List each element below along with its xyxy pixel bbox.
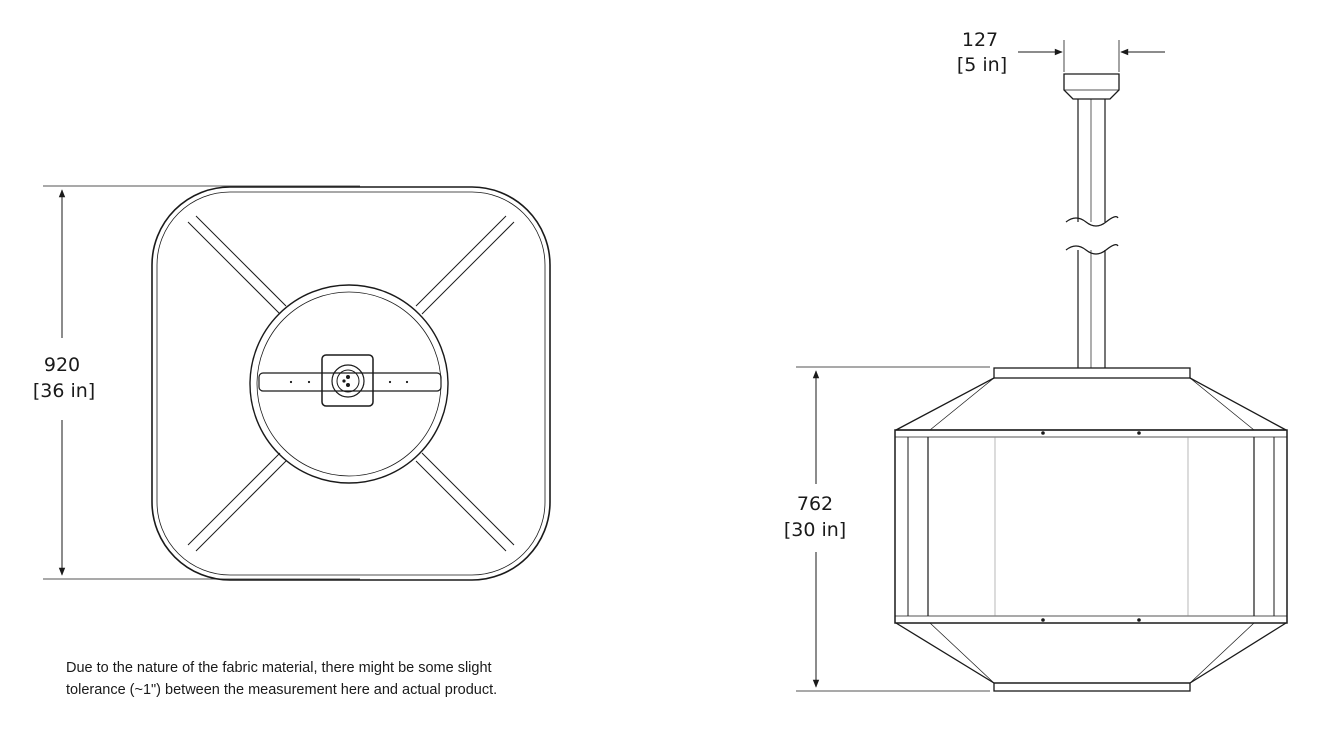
- shade-bottom-cap: [895, 622, 1287, 692]
- canopy: [1063, 73, 1120, 100]
- shade-outline-inner: [156, 191, 546, 576]
- dimension-920-mm: 920: [44, 354, 80, 376]
- tolerance-note-line-2: tolerance (~1") between the measurement …: [66, 682, 498, 698]
- mounting-bar: [258, 372, 442, 392]
- tolerance-note-line-1: Due to the nature of the fabric material…: [66, 660, 492, 676]
- shade-top-cap: [895, 367, 1287, 431]
- height-dimension-920: 920 [36 in]: [33, 185, 360, 580]
- top-view: 920 [36 in]: [33, 185, 551, 581]
- dimension-762-mm: 762: [797, 493, 833, 515]
- canopy-width-dimension-127: 127 [5 in]: [957, 29, 1165, 76]
- tolerance-note: Due to the nature of the fabric material…: [66, 657, 626, 701]
- dimension-127-mm: 127: [962, 29, 998, 51]
- shade-outline-outer: [151, 186, 551, 581]
- shade-spokes: [187, 215, 515, 552]
- dimension-920-in: [36 in]: [33, 380, 95, 402]
- shade-body: [894, 429, 1288, 624]
- dimension-127-in: [5 in]: [957, 54, 1007, 76]
- center-hub: [321, 354, 374, 407]
- stem: [1065, 99, 1119, 368]
- center-ring-outer: [249, 284, 449, 484]
- side-view: 762 [30 in] 127 [5 in]: [784, 29, 1288, 692]
- height-dimension-762: 762 [30 in]: [784, 366, 990, 692]
- dimension-762-in: [30 in]: [784, 519, 846, 541]
